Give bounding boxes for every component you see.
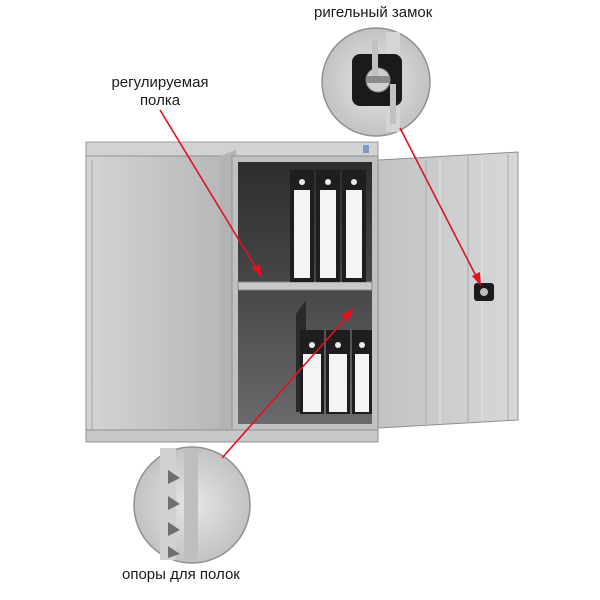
lock-arrow	[399, 127, 477, 277]
annotation-arrows	[159, 109, 481, 459]
supports-arrow	[221, 317, 347, 459]
shelf-label: регулируемая полка	[100, 74, 220, 110]
brand-mark-icon	[363, 145, 369, 153]
lock-zoom-circle	[321, 27, 431, 137]
lock-label: ригельный замок	[314, 4, 433, 21]
upper-binders	[290, 170, 366, 282]
shelf-supports-label: опоры для полок	[122, 566, 240, 583]
shelf-label-line2: полка	[139, 92, 181, 109]
shelf-arrow	[159, 109, 257, 269]
lower-binders	[296, 300, 372, 414]
left-door	[85, 150, 236, 439]
lock-arrowhead	[472, 272, 481, 286]
right-door	[377, 151, 519, 429]
shelf-arrowhead	[252, 264, 262, 278]
shelf-supports-zoom-circle	[133, 446, 251, 564]
shelf-label-line1: регулируемая	[111, 74, 209, 91]
adjustable-shelf	[237, 281, 373, 291]
supports-arrowhead	[341, 308, 354, 322]
